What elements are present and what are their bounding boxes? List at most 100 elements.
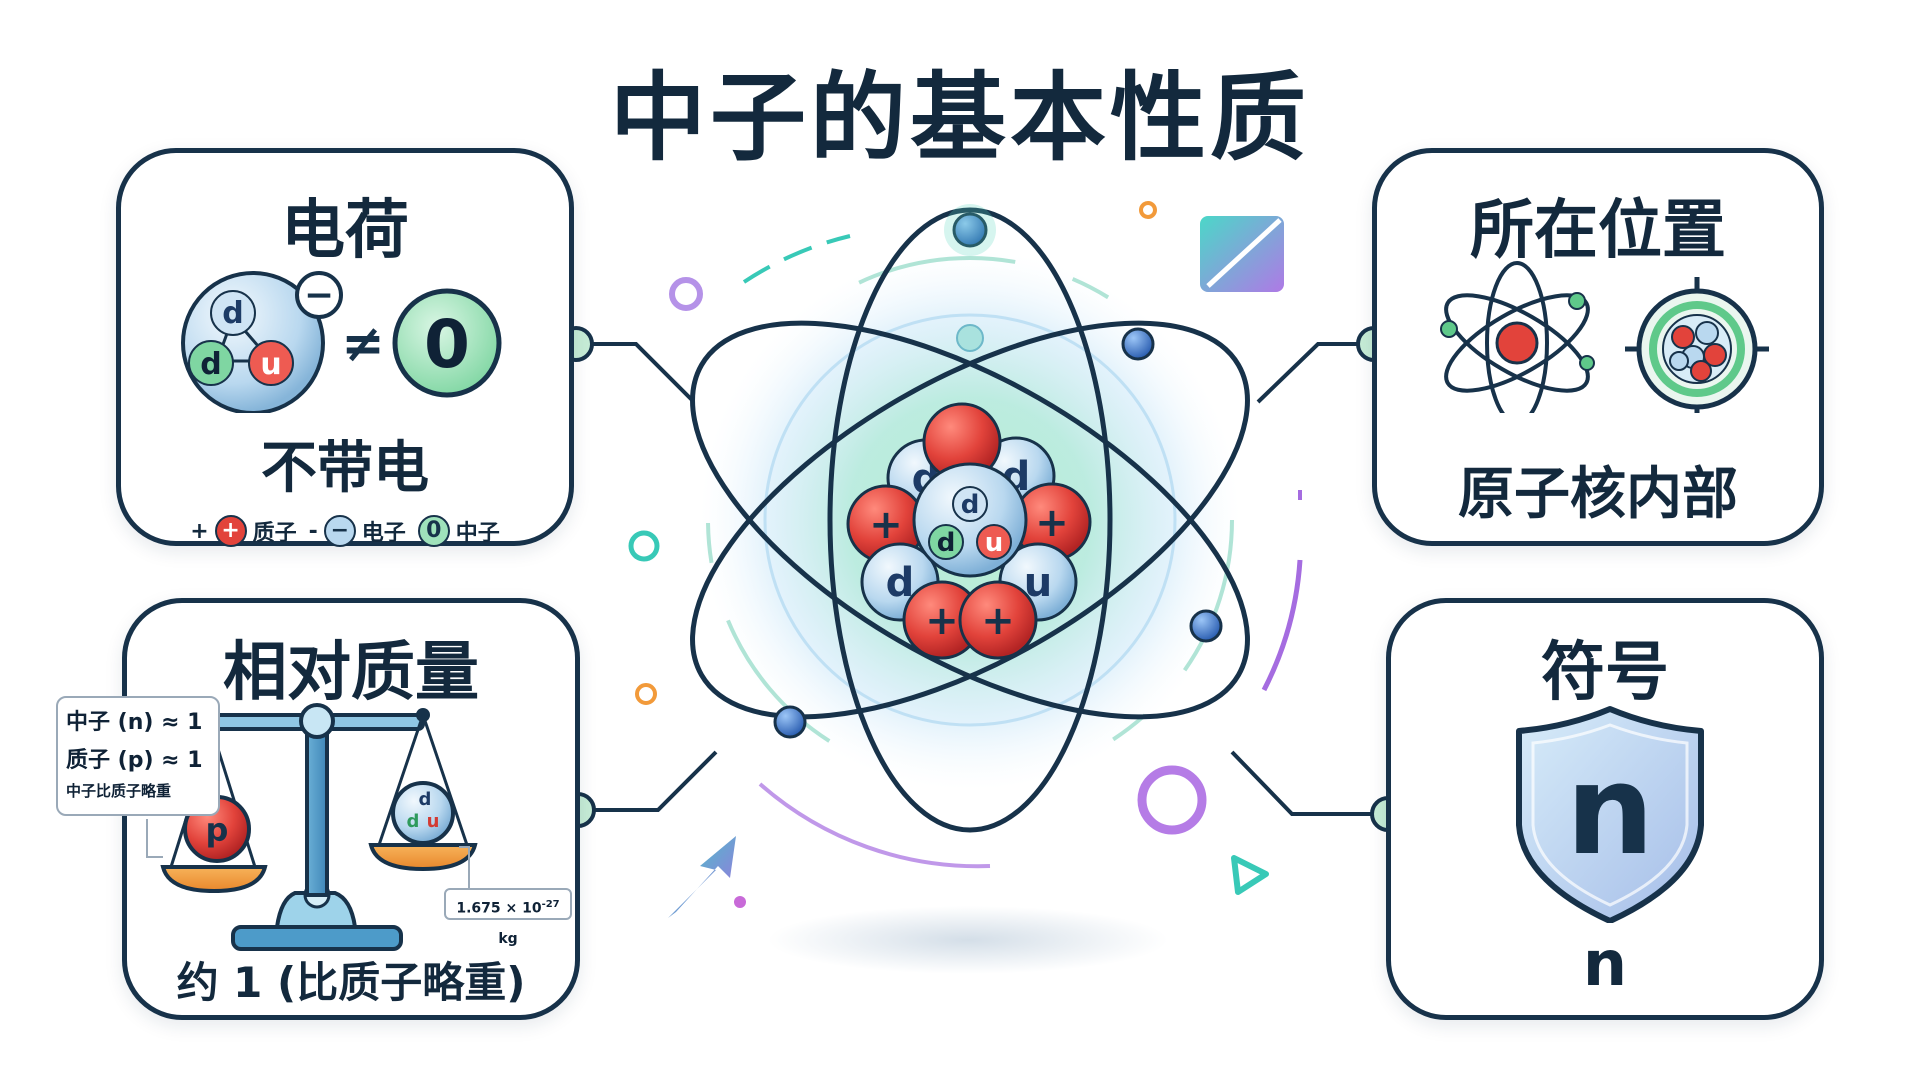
neutron-ball-u: u: [427, 811, 440, 832]
connector-position: [1256, 342, 1372, 404]
legend-plus-sign: +: [190, 518, 209, 544]
zero-circle: [392, 288, 502, 398]
charge-graphic: d d u − ≠ 0: [181, 271, 502, 413]
atom-icon: [1444, 261, 1590, 413]
charge-subtitle: 不带电: [261, 436, 429, 501]
minus-badge: [295, 271, 343, 319]
quark-d-top: [210, 290, 256, 336]
center-quark-d-top: [952, 486, 988, 522]
neutron-ball-d: d: [419, 789, 432, 810]
deco-dash-arc-top: [742, 234, 851, 284]
deco-triangle: [1231, 855, 1269, 895]
legend-proton-dot: +: [214, 515, 247, 547]
deco-ring-orange: [1139, 201, 1157, 219]
left-pan: [160, 865, 268, 894]
atom-shadow: [768, 906, 1168, 974]
quark-d-left: [188, 340, 234, 386]
info-note: 中子比质子略重: [66, 782, 172, 800]
mass-title: 相对质量: [223, 636, 479, 710]
mass-value-main: 1.675 × 10: [456, 900, 542, 917]
quark-d-left-label: d: [200, 347, 221, 382]
symbol-label: n: [1582, 927, 1628, 1000]
center-quark-d-left-label: d: [937, 528, 956, 558]
inner-ring: [763, 313, 1177, 727]
quark-d-top-label: d: [222, 296, 243, 331]
scale-post: [305, 721, 329, 897]
nucleus-proton-label: +: [981, 598, 1015, 644]
center-quark-u-label: u: [985, 528, 1004, 558]
inner-electron: [956, 324, 984, 352]
electron-right-lower: [1189, 609, 1223, 643]
deco-arrow: [668, 836, 736, 918]
shield-letter: n: [1566, 739, 1654, 883]
mass-value-unit: kg: [498, 930, 518, 947]
target-icon: [1625, 277, 1769, 413]
quark-u: [248, 340, 294, 386]
nucleus-proton-label: +: [1035, 500, 1069, 546]
deco-ring-purple: [669, 277, 703, 311]
connector-symbol: [1230, 750, 1386, 816]
deco-dot-purple: [734, 896, 746, 908]
connector-charge: [576, 342, 694, 402]
outer-ring: [706, 256, 1234, 784]
panel-symbol: 符号 n n: [1386, 598, 1824, 1020]
shield-icon: [1516, 706, 1704, 923]
symbol-title: 符号: [1541, 636, 1669, 710]
legend-neutron-dot: 0: [417, 515, 450, 547]
zero-label: 0: [424, 306, 470, 383]
orbit-left: [690, 320, 1250, 720]
scale-foot: [274, 891, 358, 929]
mass-value-exp: -27: [541, 899, 560, 910]
atom-icon-electron-left: [1440, 320, 1458, 338]
right-pan: [368, 843, 478, 872]
orbit-right: [690, 320, 1250, 720]
atom-icon-nucleus: [1495, 321, 1539, 365]
position-graphic: [1440, 261, 1769, 413]
connector-mass: [580, 750, 718, 812]
legend-electron-dot: −: [323, 515, 356, 547]
position-subtitle: 原子核内部: [1458, 462, 1738, 527]
proton-ball-label: p: [206, 811, 229, 849]
panel-charge: 电荷 d d u − ≠ 0 不带电 + + 质子: [116, 148, 574, 547]
center-quark-d-top-label: d: [961, 490, 980, 520]
position-title: 所在位置: [1470, 194, 1726, 268]
atom-icon-electron-low: [1579, 355, 1595, 371]
nucleus-proton: [958, 580, 1038, 660]
orbit-vertical: [827, 207, 1113, 833]
atom-icon-electron-right: [1568, 292, 1586, 310]
panel-mass: 相对质量 p d d u: [122, 598, 580, 1020]
legend-minus-sign: -: [308, 518, 318, 544]
electron-left-lower: [773, 705, 807, 739]
legend-electron-label: 电子: [361, 521, 406, 546]
orbits: [690, 207, 1250, 833]
deco-arc-right: [1261, 559, 1303, 692]
mass-value-label: 1.675 × 10-27 kg: [444, 888, 572, 947]
mass-info-box: 中子 (n) ≈ 1 质子 (p) ≈ 1 中子比质子略重: [56, 696, 220, 816]
shield-graphic: n: [1516, 706, 1704, 923]
nucleus-proton-label: +: [925, 598, 959, 644]
scale-pivot: [299, 703, 335, 739]
electron-right-upper: [1121, 327, 1155, 361]
panel-position: 所在位置 原子核内部: [1372, 148, 1824, 546]
deco-ring-gradient: [1137, 765, 1207, 835]
legend-neutron-label: 中子: [455, 521, 500, 546]
page-title: 中子的基本性质: [610, 62, 1310, 174]
minus-badge-label: −: [304, 275, 334, 316]
electron-glow-top: [944, 204, 996, 256]
center-quark-d-left: [928, 524, 964, 560]
not-equal-sign: ≠: [341, 314, 385, 374]
electron-top: [952, 212, 988, 248]
deco-ring-orange2: [635, 683, 657, 705]
nucleus-proton-label: +: [869, 502, 903, 548]
mass-subtitle: 约 1 (比质子略重): [176, 958, 526, 1007]
neutron-ball-d2: d: [407, 811, 420, 832]
quark-u-label: u: [260, 347, 281, 382]
legend-proton-label: 质子: [252, 521, 297, 546]
scale-base: [231, 925, 403, 951]
center-quark-u: [976, 524, 1012, 560]
charge-title: 电荷: [281, 194, 409, 268]
deco-arc-bottom: [758, 782, 991, 869]
charge-legend: + + 质子 - − 电子 0 中子: [121, 515, 569, 547]
